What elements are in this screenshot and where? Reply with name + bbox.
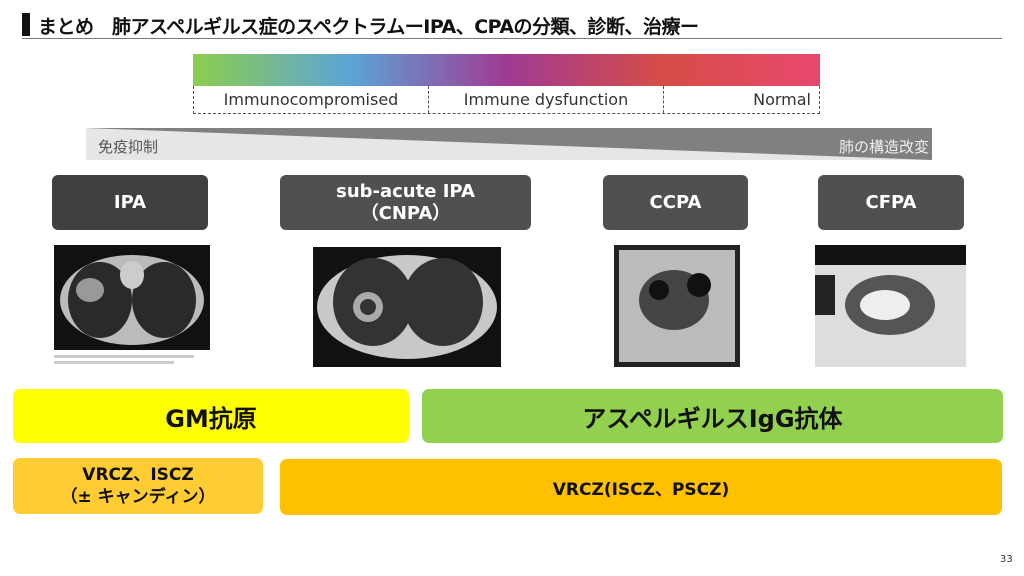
label-immune-dysfunction: Immune dysfunction (429, 86, 664, 113)
structural-change-label: 肺の構造改変 (838, 138, 929, 156)
early-treatment-line2: （± キャンディン） (60, 487, 216, 507)
category-label: CFPA (865, 191, 917, 213)
ct-image-ccpa (614, 245, 740, 367)
chronic-treatment-box: VRCZ(ISCZ、PSCZ) (280, 459, 1002, 515)
aspergillus-igg-box: アスペルギルスIgG抗体 (422, 389, 1003, 443)
early-treatment-line1: VRCZ、ISCZ (82, 465, 194, 485)
ct-image-cfpa (815, 245, 966, 367)
title-divider (22, 38, 1002, 39)
category-ipa: IPA (52, 175, 208, 230)
early-treatment-box: VRCZ、ISCZ （± キャンディン） (13, 458, 263, 514)
category-label: sub-acute IPA (336, 180, 475, 202)
category-cfpa: CFPA (818, 175, 964, 230)
page-title: まとめ 肺アスペルギルス症のスペクトラムーIPA、CPAの分類、診断、治療ー (38, 16, 699, 38)
ct-image-cnpa (313, 247, 501, 367)
title-marker (22, 13, 30, 36)
label-normal: Normal (753, 90, 811, 109)
label-immunocompromised: Immunocompromised (194, 86, 429, 113)
category-label: CCPA (649, 191, 702, 213)
spectrum-gradient-bar (193, 54, 820, 86)
spectrum-labels: Immunocompromised Immune dysfunction Nor… (193, 86, 820, 114)
category-label: IPA (113, 191, 147, 213)
category-cnpa: sub-acute IPA（CNPA） (280, 175, 531, 230)
category-ccpa: CCPA (603, 175, 748, 230)
category-sublabel: （CNPA） (360, 202, 451, 224)
ct-image-ipa (52, 245, 210, 370)
gm-antigen-box: GM抗原 (13, 389, 409, 443)
gradient-wedge (86, 128, 932, 160)
page-number: 33 (1000, 554, 1013, 565)
immunosuppression-label: 免疫抑制 (98, 138, 159, 156)
